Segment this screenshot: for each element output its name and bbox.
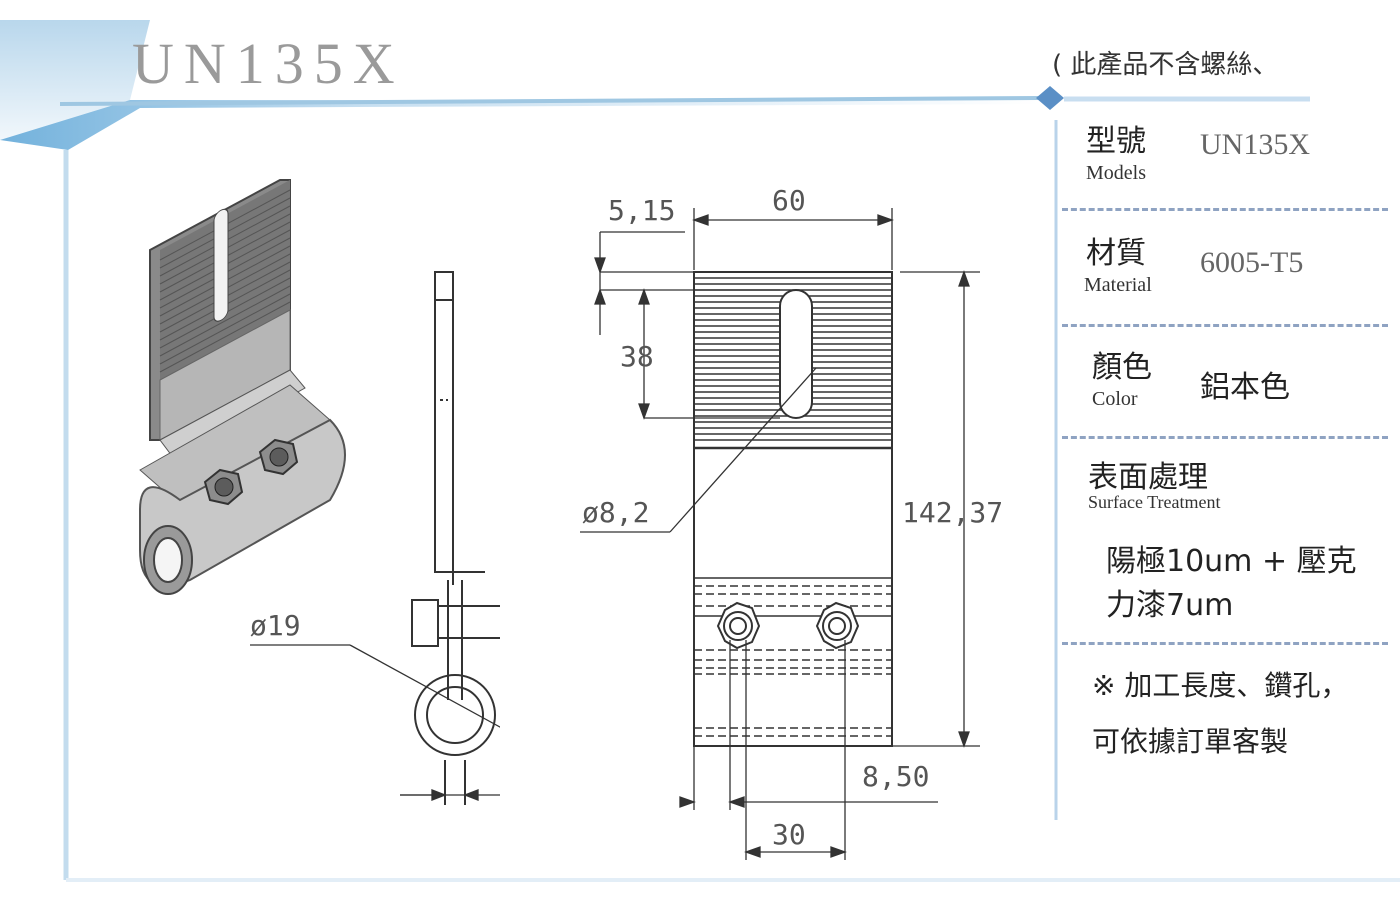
spec-label-zh: 材質 [1086,236,1146,271]
dim-width-top: 60 [772,184,806,217]
spec-value-line1: 陽極10um + 壓克 [1106,544,1357,579]
divider [1062,324,1388,327]
dim-tube-diameter: ø19 [250,609,301,642]
divider [1062,208,1388,211]
spec-label-zh: 顏色 [1092,350,1152,385]
dim-hole-diameter: ø8,2 [582,496,649,529]
front-view: 60 5,15 38 ø8,2 142,37 8,50 30 [580,184,1003,860]
slot [779,289,813,419]
spec-label-en: Surface Treatment [1088,492,1221,512]
isometric-view [139,179,346,595]
dim-bolt-spacing: 30 [772,818,806,851]
spec-value: 6005-T5 [1200,246,1304,279]
dim-offset: 5,15 [608,194,675,227]
bolt-hole [815,601,860,650]
spec-value-line2: 力漆7um [1106,588,1234,623]
spec-label-en: Models [1086,162,1146,184]
hex-nut [203,468,244,506]
spec-label-en: Material [1084,274,1152,296]
spec-label-zh: 型號 [1086,124,1146,159]
divider [1062,436,1388,439]
spec-value: UN135X [1200,128,1310,161]
side-view: ø19 5 [250,271,500,805]
dim-slot-length: 38 [620,340,654,373]
spec-label-en: Color [1092,388,1138,410]
footnote-line1: ※ 加工長度、鑽孔， [1092,669,1349,702]
no-screws-note: ( 此產品不含螺絲、 [1052,50,1279,80]
hex-nut [258,438,299,476]
spec-label-zh: 表面處理 [1088,460,1208,495]
page-title: UN135X [132,31,405,96]
spec-value: 鋁本色 [1200,370,1290,405]
dim-edge-distance: 8,50 [862,760,929,793]
spec-panel: 型號 Models UN135X 材質 Material 6005-T5 顏色 … [1058,112,1388,812]
bolt-hole [716,601,761,650]
dim-height: 142,37 [902,496,1003,529]
footnote-line2: 可依據訂單客製 [1092,725,1289,758]
divider [1062,642,1388,645]
